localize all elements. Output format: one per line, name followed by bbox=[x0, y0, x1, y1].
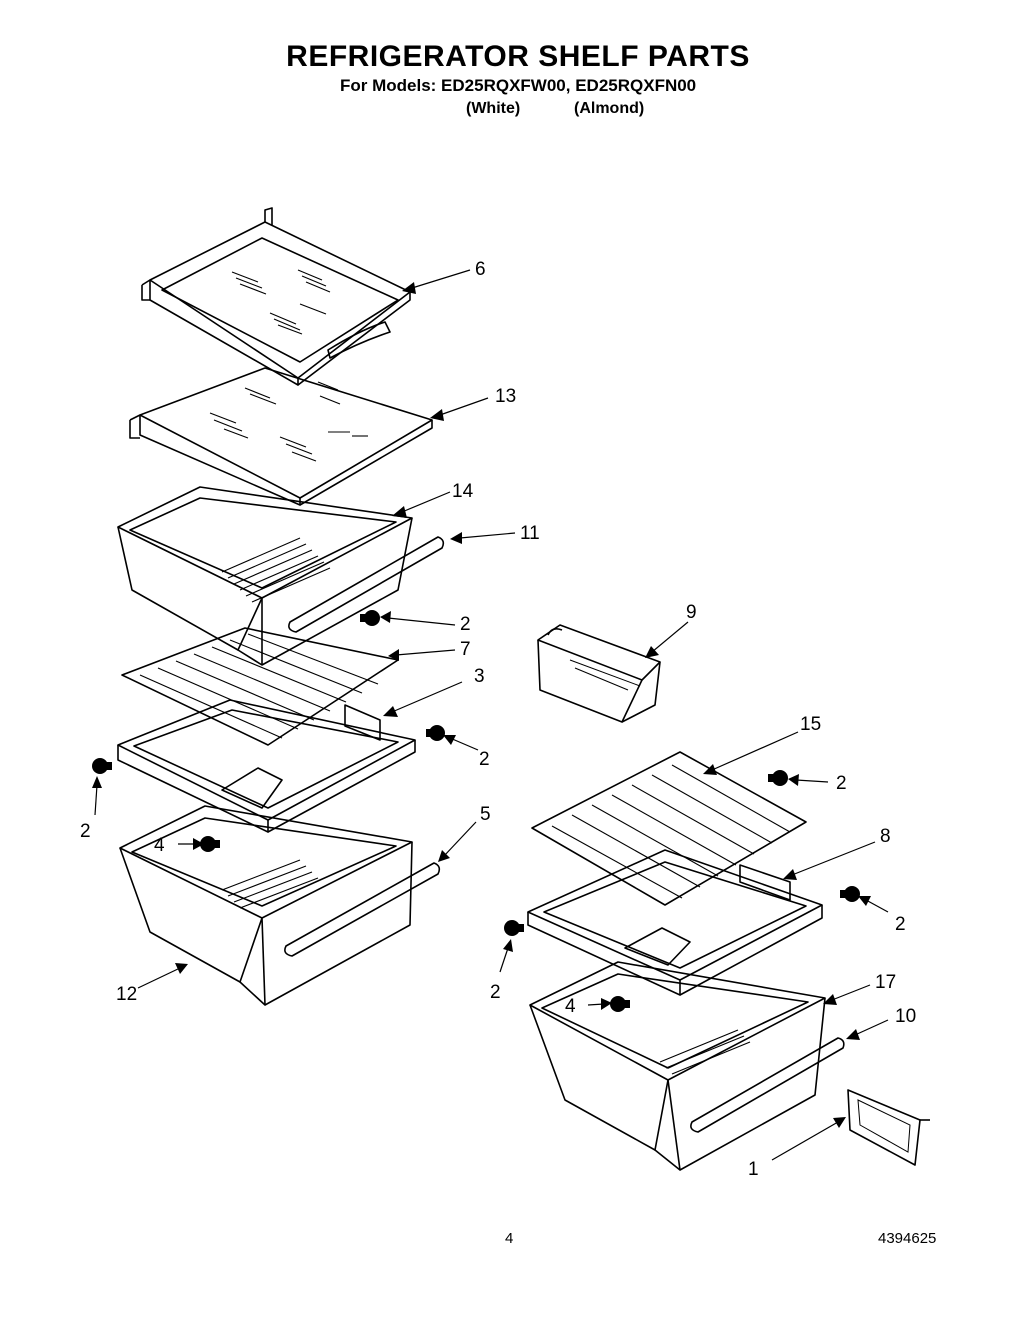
callout-11: 11 bbox=[520, 523, 540, 544]
part-1-panel bbox=[847, 1089, 930, 1166]
callout-4-left: 4 bbox=[154, 835, 165, 856]
callout-2-right-side: 2 bbox=[895, 914, 906, 935]
fastener-4-left bbox=[200, 836, 220, 852]
upper-crisper-drawer bbox=[117, 486, 445, 666]
color-almond-label: (Almond) bbox=[574, 100, 645, 117]
callout-7: 7 bbox=[460, 639, 471, 660]
fastener-2-right-left bbox=[504, 920, 524, 936]
part-15-crisper-cover bbox=[531, 751, 807, 906]
models-subtitle: For Models: ED25RQXFW00, ED25RQXFN00 bbox=[340, 76, 697, 95]
fastener-2-left bbox=[92, 758, 112, 774]
fastener-2-right-side bbox=[840, 886, 860, 902]
callout-17: 17 bbox=[875, 972, 896, 993]
callout-15: 15 bbox=[800, 714, 821, 735]
page-number: 4 bbox=[505, 1230, 514, 1247]
callout-9: 9 bbox=[686, 602, 697, 623]
lower-crisper-drawer bbox=[119, 805, 441, 1006]
part-6-shelf bbox=[141, 207, 411, 386]
part-8-frame bbox=[527, 849, 823, 996]
callout-13: 13 bbox=[495, 386, 516, 407]
fastener-2-mid-right bbox=[426, 725, 445, 741]
color-white-label: (White) bbox=[466, 100, 521, 117]
callout-2-upper: 2 bbox=[460, 614, 471, 635]
callout-1: 1 bbox=[748, 1159, 759, 1180]
callout-2-left: 2 bbox=[80, 821, 91, 842]
fastener-2-upper bbox=[360, 610, 380, 626]
callout-12: 12 bbox=[116, 984, 137, 1005]
callout-8: 8 bbox=[880, 826, 891, 847]
page-title: REFRIGERATOR SHELF PARTS bbox=[286, 40, 750, 73]
part-13-glass-shelf bbox=[129, 367, 433, 506]
part-9-bin bbox=[537, 624, 661, 723]
callout-2-mid-right: 2 bbox=[479, 749, 490, 770]
part-3-frame bbox=[117, 699, 416, 833]
callout-5: 5 bbox=[480, 804, 491, 825]
leader-lines bbox=[92, 269, 889, 1161]
callout-14: 14 bbox=[452, 481, 474, 502]
callout-2-right-left: 2 bbox=[490, 982, 501, 1003]
callout-3: 3 bbox=[474, 666, 485, 687]
callout-4-right: 4 bbox=[565, 996, 576, 1017]
callout-10: 10 bbox=[895, 1006, 916, 1027]
fastener-4-right bbox=[610, 996, 630, 1012]
fastener-2-right-top bbox=[768, 770, 788, 786]
callout-2-right-top: 2 bbox=[836, 773, 847, 794]
document-number: 4394625 bbox=[878, 1230, 937, 1247]
callout-6: 6 bbox=[475, 259, 486, 280]
right-crisper-drawer bbox=[529, 961, 845, 1171]
